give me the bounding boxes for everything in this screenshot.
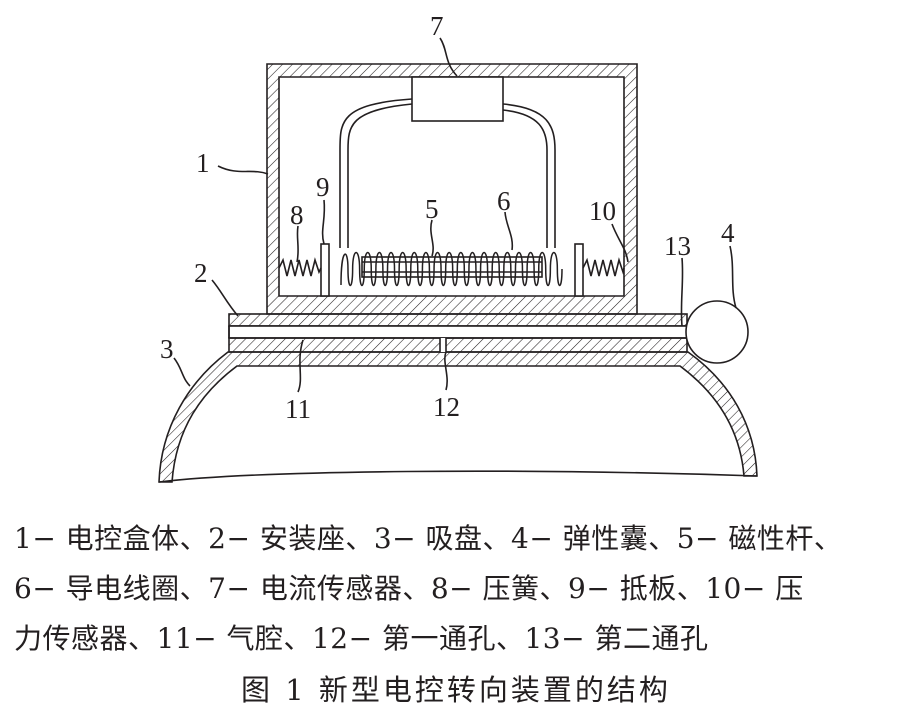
first-through-hole [439, 338, 447, 352]
abutment-plate-right [574, 243, 584, 297]
device-structure-diagram: 7 1 8 9 5 6 10 2 13 4 3 11 12 [158, 11, 758, 483]
label-4: 4 [721, 218, 735, 248]
control-box [266, 63, 638, 315]
coil-wire-left [339, 98, 413, 248]
compression-spring [278, 257, 322, 277]
legend-line-3: 力传感器、11− 气腔、12− 第一通孔、13− 第二通孔 [14, 622, 709, 655]
label-12: 12 [433, 392, 460, 422]
coil-winding [340, 251, 563, 287]
legend-line-1: 1− 电控盒体、2− 安装座、3− 吸盘、4− 弹性囊、5− 磁性杆、 [14, 522, 843, 555]
label-3: 3 [160, 334, 174, 364]
leader-line-4 [729, 245, 737, 309]
mounting-seat-top [228, 313, 688, 327]
label-5: 5 [425, 194, 439, 224]
leader-line-9 [321, 199, 326, 245]
label-6: 6 [497, 186, 511, 216]
label-1: 1 [196, 148, 210, 178]
coil-wire-left-inner [347, 103, 413, 248]
leader-line-2 [211, 279, 239, 317]
air-chamber [228, 325, 688, 339]
legend-line-2: 6− 导电线圈、7− 电流传感器、8− 压簧、9− 抵板、10− 压 [14, 572, 804, 605]
elastic-bladder [685, 300, 749, 364]
label-8: 8 [290, 200, 304, 230]
coil-wire-right [502, 103, 556, 248]
label-10: 10 [589, 196, 616, 226]
conductive-coil [340, 251, 563, 287]
label-9: 9 [316, 172, 330, 202]
leader-line-3 [173, 357, 191, 387]
label-2: 2 [194, 258, 208, 288]
leader-line-7 [439, 37, 458, 77]
suction-cup-bottom [158, 470, 758, 483]
leader-line-11 [297, 339, 304, 393]
label-13: 13 [664, 231, 691, 261]
leader-line-10 [611, 223, 629, 263]
mounting-seat-bottom [228, 337, 688, 353]
leader-line-6 [504, 211, 514, 251]
abutment-plate-left [320, 243, 330, 297]
leader-line-1 [217, 165, 269, 175]
coil-wire-right-inner [502, 109, 548, 248]
second-through-hole [676, 327, 687, 337]
label-7: 7 [430, 11, 444, 41]
pressure-sensor [582, 257, 625, 277]
figure-caption: 图 1 新型电控转向装置的结构 [241, 673, 671, 707]
leader-line-13 [680, 257, 684, 327]
label-11: 11 [285, 394, 311, 424]
suction-cup [158, 351, 758, 483]
leader-line-5 [430, 219, 434, 257]
leader-line-8 [296, 225, 299, 263]
leader-line-12 [444, 351, 448, 391]
current-sensor [411, 76, 504, 122]
